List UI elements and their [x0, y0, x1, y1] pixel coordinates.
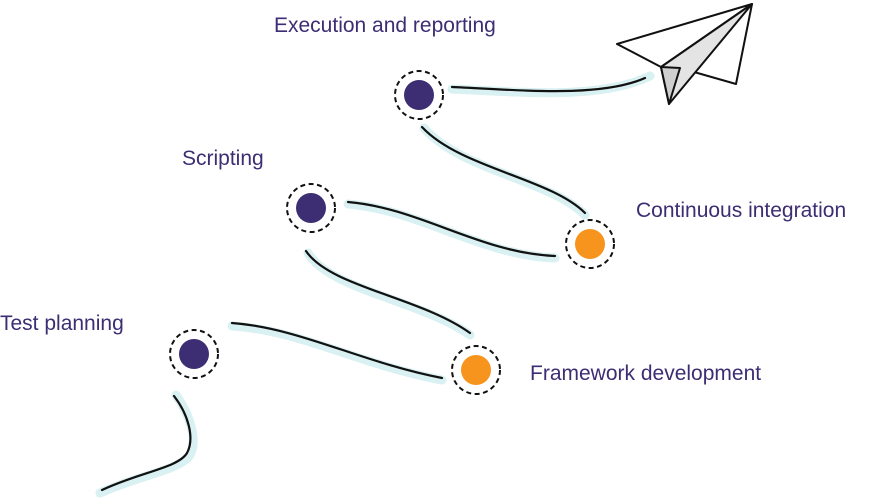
milestone-execution-reporting: [394, 70, 444, 120]
milestone-scripting: [286, 183, 336, 233]
milestone-dot: [575, 229, 605, 259]
label-framework-development: Framework development: [530, 362, 762, 385]
milestone-continuous-integration: [565, 219, 615, 269]
milestone-dot: [461, 355, 491, 385]
label-execution-reporting: Execution and reporting: [274, 14, 496, 37]
label-scripting: Scripting: [182, 147, 264, 170]
label-continuous-integration: Continuous integration: [636, 199, 847, 222]
milestone-dot: [404, 80, 434, 110]
milestone-dot: [296, 193, 326, 223]
milestone-framework-development: [451, 345, 501, 395]
label-test-planning: Test planning: [0, 312, 124, 335]
paper-plane-icon: [616, 3, 753, 105]
path-line: [100, 76, 647, 492]
path-glow: [95, 71, 655, 498]
milestone-dot: [179, 339, 209, 369]
milestone-test-planning: [169, 329, 219, 379]
